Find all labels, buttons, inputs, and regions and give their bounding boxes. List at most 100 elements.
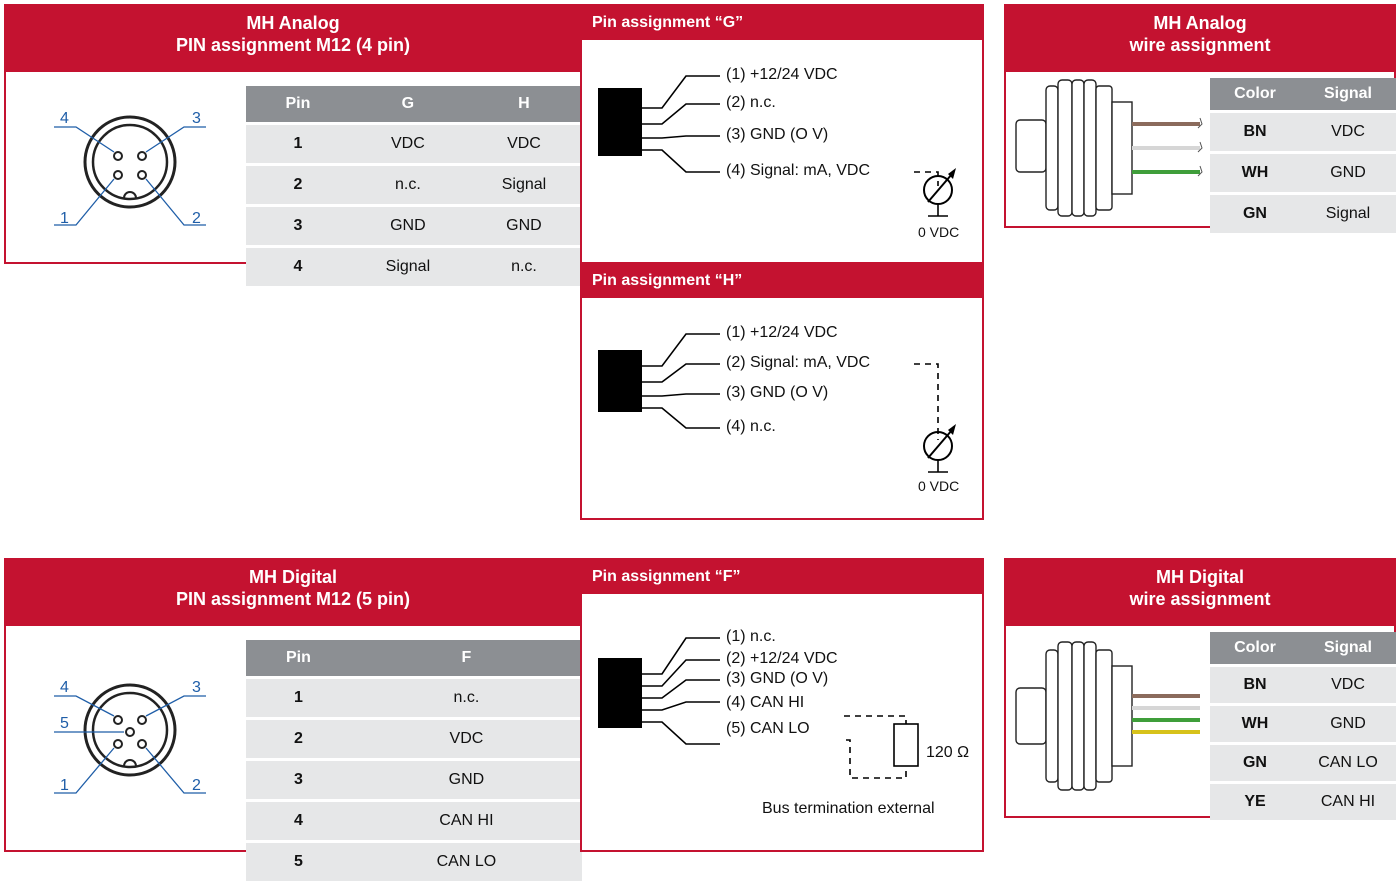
- m12-4pin-connector-icon: 4 3 1 2: [54, 110, 206, 227]
- sensor-block-icon: [598, 658, 642, 728]
- analog-pin-assignment-panel: MH Analog PIN assignment M12 (4 pin) 4 3…: [4, 4, 582, 286]
- connector-label-1: 1: [60, 777, 69, 794]
- digital-wire-header-line2: wire assignment: [1129, 589, 1271, 609]
- wiring-diagram-h: [598, 333, 956, 473]
- f-line-3: (3) GND (O V): [726, 670, 829, 687]
- table-header-row: Pin F: [246, 640, 582, 676]
- connector-label-2: 2: [192, 777, 201, 794]
- cell-h: VDC: [465, 122, 582, 163]
- cell-f: GND: [350, 758, 582, 799]
- f-line-5: (5) CAN LO: [726, 720, 810, 737]
- m12-5pin-connector-icon: 4 3 5 1 2: [54, 679, 206, 794]
- cell-pin: 4: [246, 799, 351, 840]
- connector-label-5: 5: [60, 715, 69, 732]
- table-row: 2 n.c. Signal: [246, 163, 582, 204]
- pin-assignment-g-panel: Pin assignment “G” (1) +12/24 VDC (2) n.…: [580, 4, 984, 264]
- table-row: 1 n.c.: [246, 676, 582, 717]
- pin-assignment-g-title: Pin assignment “G”: [582, 6, 982, 40]
- connector-label-4: 4: [60, 110, 69, 127]
- cell-signal: CAN HI: [1299, 781, 1396, 820]
- cell-signal: GND: [1299, 703, 1396, 742]
- cell-color: WH: [1210, 151, 1300, 192]
- digital-wire-table: Color Signal BN VDC WH GND GN CAN LO YE …: [1210, 632, 1396, 820]
- col-header-color: Color: [1210, 78, 1300, 110]
- cell-pin: 5: [246, 840, 351, 881]
- analog-wire-header-line2: wire assignment: [1129, 35, 1271, 55]
- sensor-block-icon: [598, 350, 642, 412]
- cell-g: GND: [349, 204, 466, 245]
- cell-signal: Signal: [1299, 192, 1396, 233]
- table-row: YE CAN HI: [1210, 781, 1396, 820]
- digital-pin-header-line1: MH Digital: [249, 567, 337, 587]
- analog-pin-table: Pin G H 1 VDC VDC 2 n.c. Signal 3 GND GN…: [246, 86, 582, 286]
- cell-color: GN: [1210, 742, 1300, 781]
- h-ground-label: 0 VDC: [918, 478, 960, 494]
- digital-wire-assignment-panel: MH Digital wire assignment Color Signal …: [1004, 558, 1396, 820]
- table-row: 1 VDC VDC: [246, 122, 582, 163]
- table-row: 2 VDC: [246, 717, 582, 758]
- pin-assignment-f-title: Pin assignment “F”: [582, 560, 982, 594]
- table-header-row: Color Signal: [1210, 78, 1396, 110]
- termination-note: Bus termination external: [762, 800, 935, 817]
- table-row: 4 CAN HI: [246, 799, 582, 840]
- cell-f: VDC: [350, 717, 582, 758]
- cell-color: BN: [1210, 110, 1300, 151]
- col-header-f: F: [350, 640, 582, 676]
- cell-h: GND: [465, 204, 582, 245]
- cell-pin: 2: [246, 717, 351, 758]
- connector-label-3: 3: [192, 679, 201, 696]
- cell-pin: 3: [246, 758, 351, 799]
- g-line-1: (1) +12/24 VDC: [726, 66, 838, 83]
- cell-signal: VDC: [1299, 664, 1396, 703]
- h-line-1: (1) +12/24 VDC: [726, 324, 838, 341]
- digital-pin-header: MH Digital PIN assignment M12 (5 pin): [6, 560, 580, 626]
- cell-h: n.c.: [465, 245, 582, 286]
- f-line-1: (1) n.c.: [726, 628, 776, 645]
- analog-wire-assignment-panel: MH Analog wire assignment Color Signal B…: [1004, 4, 1396, 233]
- cell-color: GN: [1210, 192, 1300, 233]
- cell-pin: 3: [246, 204, 350, 245]
- connector-label-3: 3: [192, 110, 201, 127]
- col-header-signal: Signal: [1299, 78, 1396, 110]
- digital-pin-header-line2: PIN assignment M12 (5 pin): [175, 589, 411, 609]
- analog-pin-header: MH Analog PIN assignment M12 (4 pin): [6, 6, 580, 72]
- digital-wire-header: MH Digital wire assignment: [1006, 560, 1394, 626]
- cell-color: WH: [1210, 703, 1300, 742]
- cell-f: n.c.: [350, 676, 582, 717]
- col-header-color: Color: [1210, 632, 1300, 664]
- g-line-4: (4) Signal: mA, VDC: [726, 162, 871, 179]
- table-header-row: Color Signal: [1210, 632, 1396, 664]
- meter-icon: [923, 424, 956, 473]
- col-header-g: G: [349, 86, 466, 122]
- cell-signal: GND: [1299, 151, 1396, 192]
- wiring-diagram-f: [598, 637, 919, 779]
- table-row: 5 CAN LO: [246, 840, 582, 881]
- resistor-icon: [893, 723, 919, 767]
- h-line-4: (4) n.c.: [726, 418, 776, 435]
- cell-color: YE: [1210, 781, 1300, 820]
- analog-wire-header: MH Analog wire assignment: [1006, 6, 1394, 72]
- cell-pin: 1: [246, 122, 350, 163]
- cell-h: Signal: [465, 163, 582, 204]
- pin-assignment-f-panel: Pin assignment “F” (1) n.c. (2) +12/24 V…: [580, 558, 984, 852]
- table-row: 3 GND: [246, 758, 582, 799]
- analog-pin-header-line1: MH Analog: [246, 13, 340, 33]
- h-line-2: (2) Signal: mA, VDC: [726, 354, 871, 371]
- cell-signal: CAN LO: [1299, 742, 1396, 781]
- connector-label-4: 4: [60, 679, 69, 696]
- table-row: WH GND: [1210, 151, 1396, 192]
- cell-f: CAN HI: [350, 799, 582, 840]
- resistor-label: 120 Ω: [926, 744, 970, 761]
- cell-f: CAN LO: [350, 840, 582, 881]
- cell-color: BN: [1210, 664, 1300, 703]
- cell-pin: 4: [246, 245, 350, 286]
- meter-icon: [923, 168, 956, 217]
- h-line-3: (3) GND (O V): [726, 384, 829, 401]
- sensor-block-icon: [598, 88, 642, 156]
- f-line-4: (4) CAN HI: [726, 694, 805, 711]
- g-line-2: (2) n.c.: [726, 94, 776, 111]
- digital-wire-header-line1: MH Digital: [1156, 567, 1244, 587]
- table-row: GN CAN LO: [1210, 742, 1396, 781]
- analog-pin-header-line2: PIN assignment M12 (4 pin): [175, 35, 411, 55]
- table-row: BN VDC: [1210, 664, 1396, 703]
